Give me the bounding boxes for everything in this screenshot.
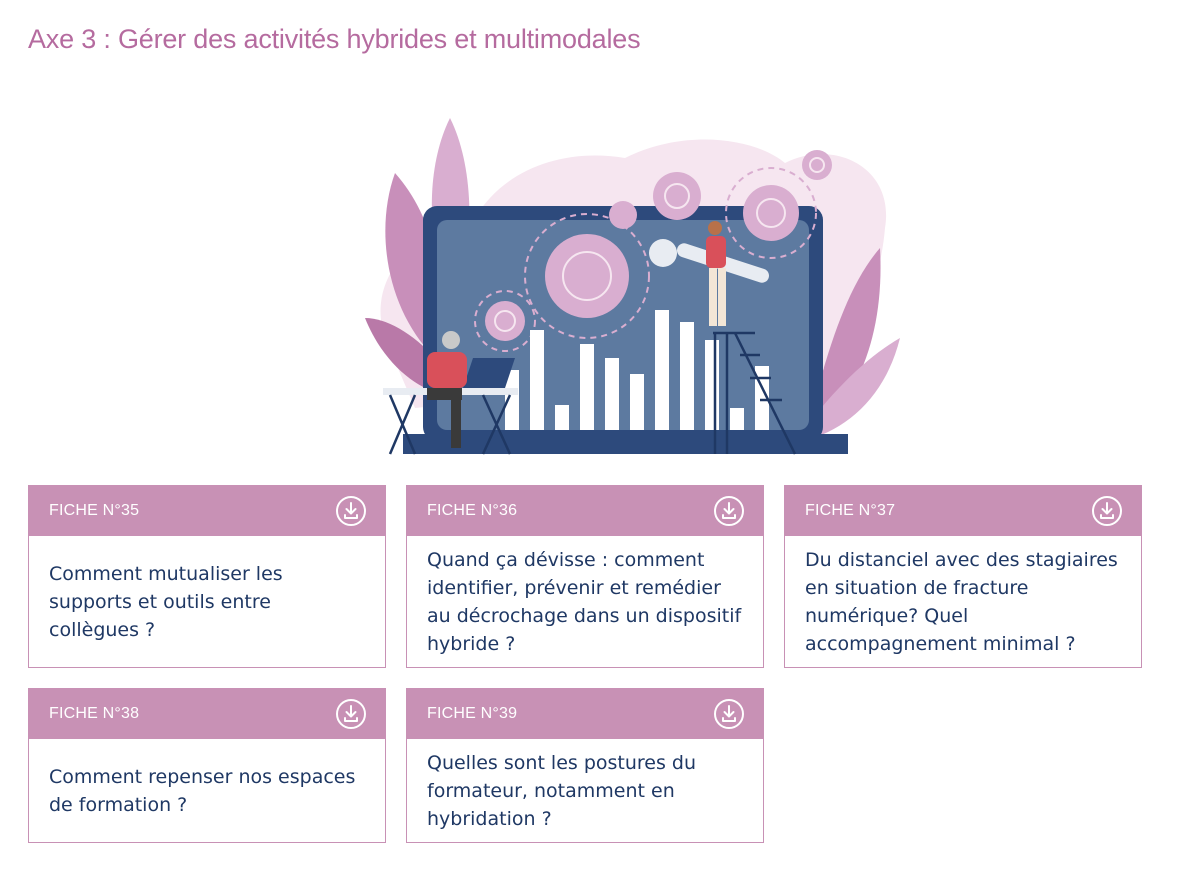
fiche-card-body: Quand ça dévisse : comment identifier, p…	[407, 536, 763, 667]
fiche-title[interactable]: Quelles sont les postures du formateur, …	[427, 751, 697, 830]
fiche-number: FICHE N°36	[427, 502, 518, 519]
fiche-card-body: Comment mutualiser les supports et outil…	[29, 536, 385, 667]
fiche-title[interactable]: Comment mutualiser les supports et outil…	[49, 562, 283, 641]
fiche-title[interactable]: Quand ça dévisse : comment identifier, p…	[427, 548, 742, 655]
laptop-gears-chart-illustration	[365, 118, 900, 455]
fiche-card-body: Quelles sont les postures du formateur, …	[407, 739, 763, 842]
fiche-number: FICHE N°35	[49, 502, 140, 519]
fiche-title[interactable]: Du distanciel avec des stagiaires en sit…	[805, 548, 1118, 655]
fiche-card-body: Du distanciel avec des stagiaires en sit…	[785, 536, 1141, 667]
download-icon[interactable]	[1091, 495, 1123, 527]
fiche-number: FICHE N°39	[427, 705, 518, 722]
download-icon[interactable]	[713, 698, 745, 730]
download-icon[interactable]	[713, 495, 745, 527]
fiche-card-header: FICHE N°37	[785, 486, 1141, 536]
fiche-card-header: FICHE N°35	[29, 486, 385, 536]
fiche-card-39[interactable]: FICHE N°39 Quelles sont les postures du …	[406, 688, 764, 843]
fiche-title[interactable]: Comment repenser nos espaces de formatio…	[49, 765, 356, 816]
fiche-card-38[interactable]: FICHE N°38 Comment repenser nos espaces …	[28, 688, 386, 843]
fiche-number: FICHE N°37	[805, 502, 896, 519]
download-icon[interactable]	[335, 698, 367, 730]
fiche-card-37[interactable]: FICHE N°37 Du distanciel avec des stagia…	[784, 485, 1142, 668]
fiche-card-body: Comment repenser nos espaces de formatio…	[29, 739, 385, 842]
download-icon[interactable]	[335, 495, 367, 527]
fiche-card-35[interactable]: FICHE N°35 Comment mutualiser les suppor…	[28, 485, 386, 668]
fiche-card-header: FICHE N°39	[407, 689, 763, 739]
fiche-card-36[interactable]: FICHE N°36 Quand ça dévisse : comment id…	[406, 485, 764, 668]
fiche-card-header: FICHE N°36	[407, 486, 763, 536]
page-title: Axe 3 : Gérer des activités hybrides et …	[28, 24, 641, 54]
fiche-card-header: FICHE N°38	[29, 689, 385, 739]
fiche-number: FICHE N°38	[49, 705, 140, 722]
